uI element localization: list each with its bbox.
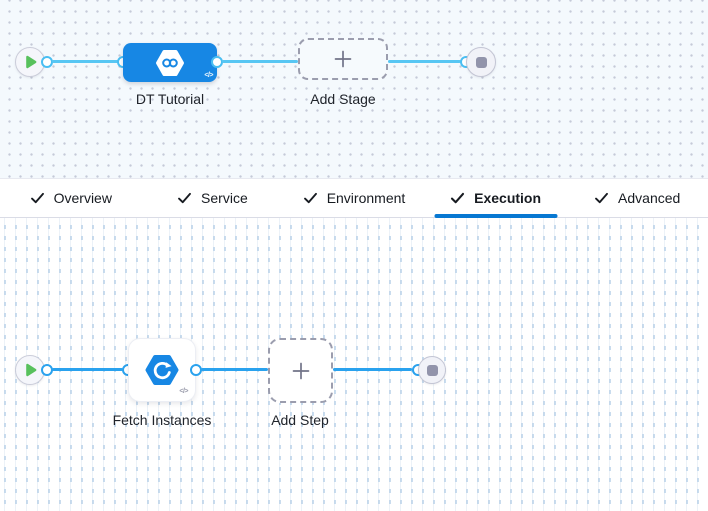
pipeline-start-node[interactable]: [15, 47, 45, 77]
step-node-label: Fetch Instances: [112, 412, 212, 428]
execution-graph-canvas[interactable]: </> Fetch Instances Add Step: [0, 218, 708, 511]
play-icon: [25, 55, 37, 69]
tab-execution[interactable]: Execution: [425, 179, 567, 218]
step-node-fetch-instances[interactable]: </>: [128, 338, 196, 402]
connector-line: [201, 368, 268, 371]
check-icon: [594, 191, 609, 205]
stop-icon: [475, 56, 487, 68]
connector-line: [222, 60, 298, 63]
infinity-hexagon-icon: [155, 49, 185, 77]
sync-hexagon-icon: [144, 354, 180, 386]
add-step-label: Add Step: [271, 412, 329, 428]
connector-line: [388, 60, 461, 63]
check-icon: [303, 191, 318, 205]
stop-icon: [426, 364, 438, 376]
execution-end-node[interactable]: [418, 356, 446, 384]
plus-icon: [333, 49, 353, 69]
tab-label: Advanced: [618, 190, 681, 206]
stage-config-tabbar: Overview Service Environment Execution: [0, 178, 708, 218]
stage-node-dt-tutorial[interactable]: </>: [123, 43, 217, 82]
add-stage-label: Add Stage: [310, 91, 376, 107]
active-tab-indicator: [434, 214, 558, 218]
tab-overview[interactable]: Overview: [0, 179, 142, 217]
code-view-badge: </>: [204, 72, 213, 79]
check-icon: [177, 191, 192, 205]
stage-node-label: DT Tutorial: [135, 91, 205, 107]
tab-label: Execution: [474, 190, 542, 206]
tab-label: Service: [201, 190, 248, 206]
connector-line: [333, 368, 412, 371]
tab-advanced[interactable]: Advanced: [566, 179, 708, 217]
tab-environment[interactable]: Environment: [283, 179, 425, 217]
play-icon: [25, 363, 37, 377]
plus-icon: [291, 361, 311, 381]
tab-label: Environment: [326, 190, 406, 206]
execution-start-node[interactable]: [15, 355, 45, 385]
stage-graph-canvas[interactable]: </> DT Tutorial Add Stage: [0, 0, 708, 178]
pipeline-end-node[interactable]: [466, 47, 496, 77]
code-view-badge: </>: [179, 388, 188, 395]
connector-line: [52, 60, 124, 63]
tab-label: Overview: [53, 190, 112, 206]
add-step-button[interactable]: [268, 338, 333, 403]
check-icon: [450, 191, 465, 205]
tab-service[interactable]: Service: [142, 179, 284, 217]
add-stage-button[interactable]: [298, 38, 388, 80]
connector-line: [52, 368, 123, 371]
check-icon: [30, 191, 45, 205]
